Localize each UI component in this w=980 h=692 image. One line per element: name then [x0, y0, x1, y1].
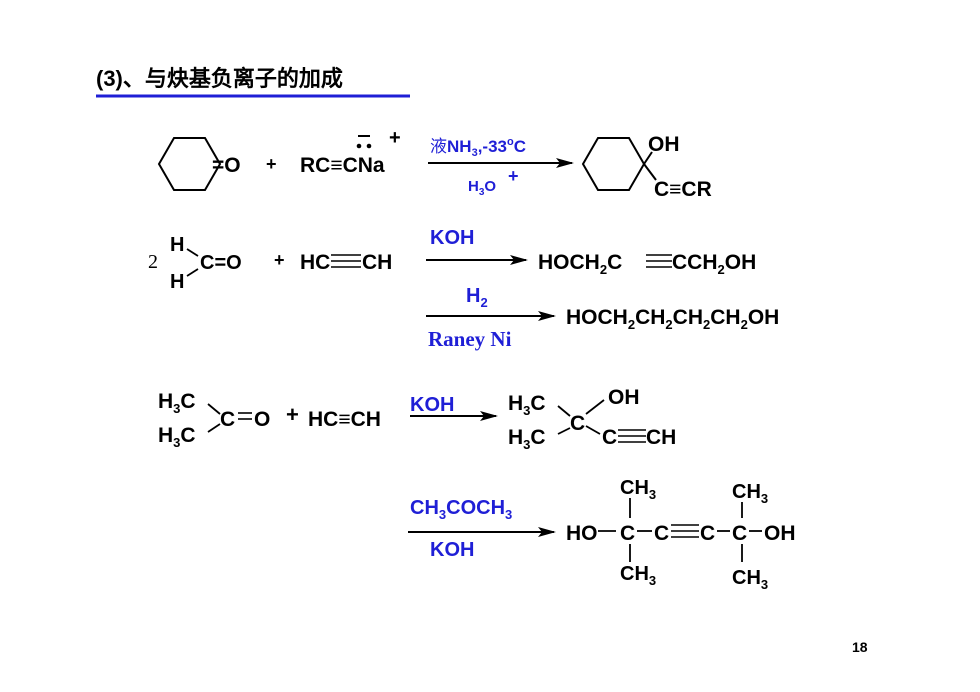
plus-sign-4: +: [286, 402, 299, 427]
methyl-1-bottom: CH3: [620, 563, 656, 588]
lone-pair-dot: [366, 143, 372, 149]
hydroxyl-right: OH: [764, 522, 796, 545]
condition-koh-4: KOH: [410, 394, 454, 416]
methyl-2-bottom: CH3: [732, 567, 768, 592]
condition-koh-2: KOH: [430, 227, 474, 249]
reaction-4: H3C H3C C O + HC≡CH KOH H3C H3C C OH C C…: [158, 386, 676, 452]
bond-h-top: [186, 248, 199, 257]
bond-methyl-bottom: [207, 423, 221, 433]
reaction-3: H2 Raney Ni HOCH2CH2CH2CH2OH: [426, 285, 779, 351]
condition-hydronium: H3O: [468, 178, 496, 198]
product-alkyne-c: C: [602, 426, 617, 449]
positive-charge: +: [389, 127, 401, 149]
product-hydroxyl: OH: [648, 133, 680, 156]
cyclohexanone-ring: [157, 137, 222, 191]
formaldehyde-carbonyl: C=O: [200, 252, 242, 274]
ketone-oxygen: =O: [212, 154, 241, 177]
formaldehyde-h-bottom: H: [170, 271, 184, 293]
condition-raney-ni: Raney Ni: [428, 327, 512, 351]
hydroxyl-left: HO: [566, 522, 598, 545]
bond-product-methyl-top: [557, 405, 571, 417]
quaternary-c1: C: [620, 522, 635, 545]
acetylide-reagent: RC≡CNa: [300, 154, 385, 177]
triple-bond-product-5: [671, 524, 699, 538]
plus-sign-2: +: [274, 250, 285, 270]
triple-bond-butynediol: [646, 254, 672, 268]
bond-h-bottom: [186, 268, 199, 277]
condition-koh-5: KOH: [430, 539, 474, 561]
alkyne-c-left: C: [654, 522, 669, 545]
product-methyl-bottom: H3C: [508, 426, 546, 452]
product-quaternary-c: C: [570, 412, 585, 435]
reaction-5: CH3COCH3 KOH CH3 CH3 HO C C C C OH CH3 C…: [408, 477, 796, 592]
condition-hydrogen: H2: [466, 285, 488, 310]
alkyne-c-right: C: [700, 522, 715, 545]
quaternary-c2: C: [732, 522, 747, 545]
triple-bond-product-4: [618, 429, 646, 443]
bond-methyl-top: [207, 403, 221, 415]
lone-pair-dot: [356, 143, 362, 149]
formaldehyde-h-top: H: [170, 234, 184, 256]
acetone-carbonyl-c: C: [220, 408, 235, 431]
condition-acetone: CH3COCH3: [410, 497, 512, 522]
double-bond-acetone: [238, 412, 252, 420]
bond-product-alkyne: [585, 425, 601, 435]
title-text: (3)、与炔基负离子的加成: [96, 66, 343, 91]
triple-bond-acetylene: [331, 254, 361, 268]
methyl-1-top: CH3: [620, 477, 656, 502]
methyl-bottom: H3C: [158, 424, 196, 450]
product-alkyne-ch: CH: [646, 426, 676, 449]
methyl-top: H3C: [158, 390, 196, 416]
reaction-2: 2 H H C=O + HC CH KOH HOCH2C CCH2OH: [148, 227, 756, 293]
product-butynediol-tail: CCH2OH: [672, 251, 756, 277]
acetylene-4: HC≡CH: [308, 408, 381, 431]
bond-product-methyl-bottom: [557, 427, 571, 435]
product-butynediol: HOCH2C: [538, 251, 622, 277]
acetone-oxygen: O: [254, 408, 270, 431]
coefficient-2: 2: [148, 251, 158, 273]
bond-to-alkyne: [643, 163, 657, 181]
condition-ammonia: 液NH3,-33oC: [430, 136, 526, 159]
product-hydroxyl-4: OH: [608, 386, 640, 409]
product-methyl-top: H3C: [508, 392, 546, 418]
hydronium-charge: +: [508, 166, 519, 186]
bond-product-oh: [585, 399, 605, 415]
product-ring-1: [581, 137, 646, 191]
slide-title: (3)、与炔基负离子的加成: [96, 66, 410, 98]
bond-to-oh: [643, 151, 653, 165]
page-number: 18: [852, 639, 868, 655]
acetylene-right: CH: [362, 251, 392, 274]
product-butanediol: HOCH2CH2CH2CH2OH: [566, 306, 779, 332]
plus-sign-1: +: [266, 154, 277, 174]
product-alkynyl: C≡CR: [654, 178, 712, 201]
methyl-2-top: CH3: [732, 481, 768, 506]
acetylene-left: HC: [300, 251, 330, 274]
reaction-1: =O + RC≡CNa + 液NH3,-33oC H3O + OH C≡CR: [157, 127, 712, 201]
